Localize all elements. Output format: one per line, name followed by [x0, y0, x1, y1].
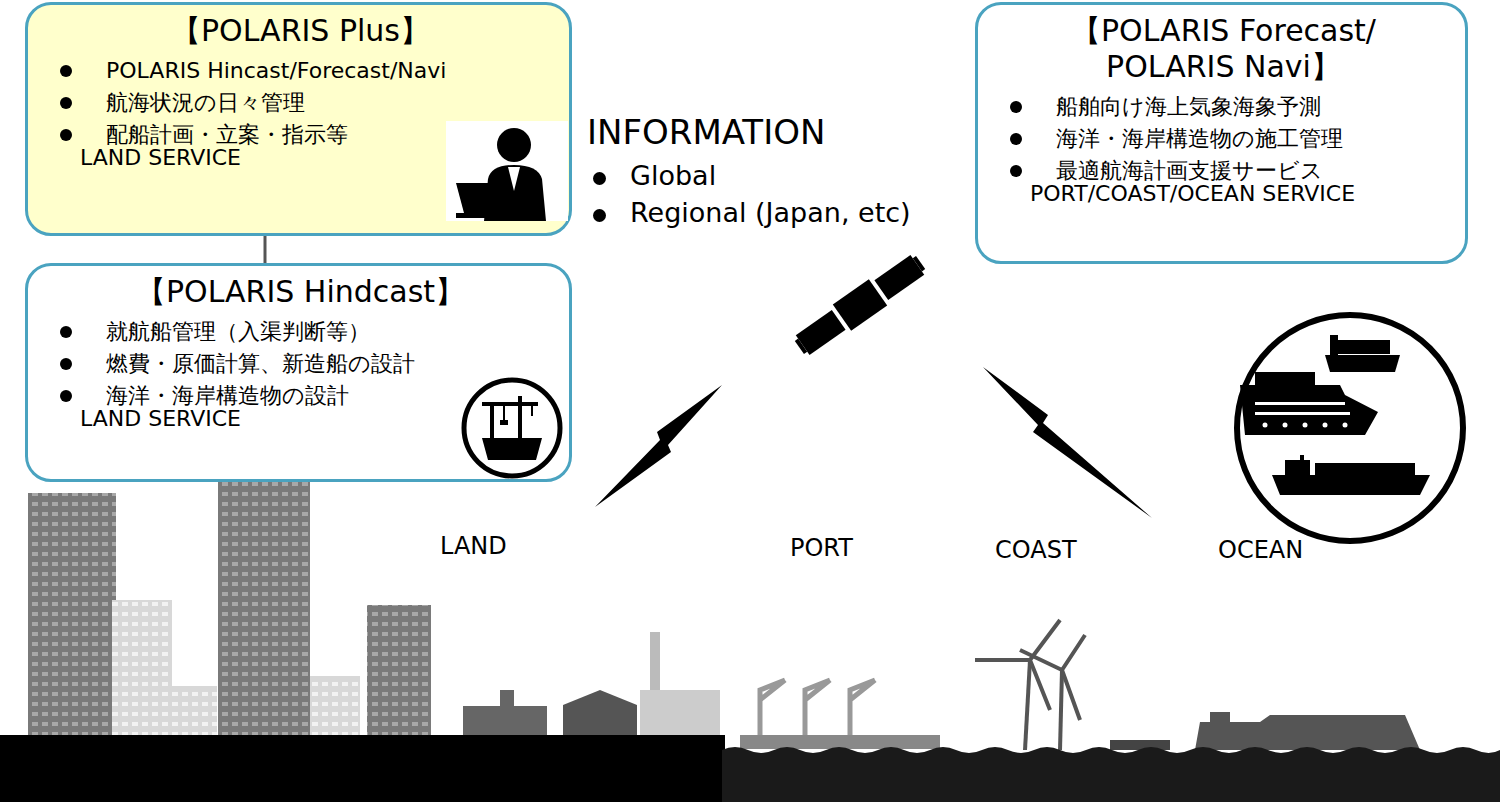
connector — [264, 236, 267, 263]
icon — [460, 376, 564, 484]
bullet-item: 就航船管理（入渠判断等） — [54, 316, 547, 348]
service-box: 【POLARIS Plus】 POLARIS Hincast/Forecast/N… — [25, 2, 572, 236]
label: LAND — [440, 532, 507, 560]
label: PORT — [790, 534, 853, 562]
bullet-item: 船舶向け海上気象海象予測 — [1004, 91, 1443, 123]
box-title: 【POLARIS Hindcast】 — [54, 274, 547, 310]
label: Global — [630, 160, 716, 191]
label: Regional (Japan, etc) — [630, 197, 911, 228]
service-box: 【POLARIS Forecast/ POLARIS Navi】船舶向け海上気象… — [975, 2, 1468, 264]
service-label: LAND SERVICE — [80, 145, 573, 170]
bullet-item: 海洋・海岸構造物の施工管理 — [1004, 123, 1443, 155]
label: INFORMATION — [587, 112, 825, 152]
box-title: 【POLARIS Plus】 — [54, 13, 547, 49]
bullet-item: 燃費・原価計算、新造船の設計 — [54, 348, 547, 380]
bullet-dot — [593, 209, 606, 222]
label: COAST — [995, 536, 1077, 564]
icon — [446, 121, 568, 225]
bullet-item: 航海状況の日々管理 — [54, 87, 547, 119]
signal-bolt — [595, 385, 722, 507]
service-label: PORT/COAST/OCEAN SERVICE — [1030, 181, 1469, 206]
bullet-dot — [593, 172, 606, 185]
bullet-item: POLARIS Hincast/Forecast/Navi — [54, 55, 547, 87]
signal-bolt — [983, 367, 1152, 518]
box-title: 【POLARIS Forecast/ POLARIS Navi】 — [1004, 13, 1443, 85]
label: OCEAN — [1218, 536, 1303, 564]
satellite — [790, 249, 930, 360]
service-box: 【POLARIS Hindcast】就航船管理（入渠判断等）燃費・原価計算、新造… — [25, 263, 572, 482]
skyline — [0, 482, 1500, 802]
ship-circle — [1237, 315, 1463, 541]
service-label: LAND SERVICE — [80, 406, 573, 431]
